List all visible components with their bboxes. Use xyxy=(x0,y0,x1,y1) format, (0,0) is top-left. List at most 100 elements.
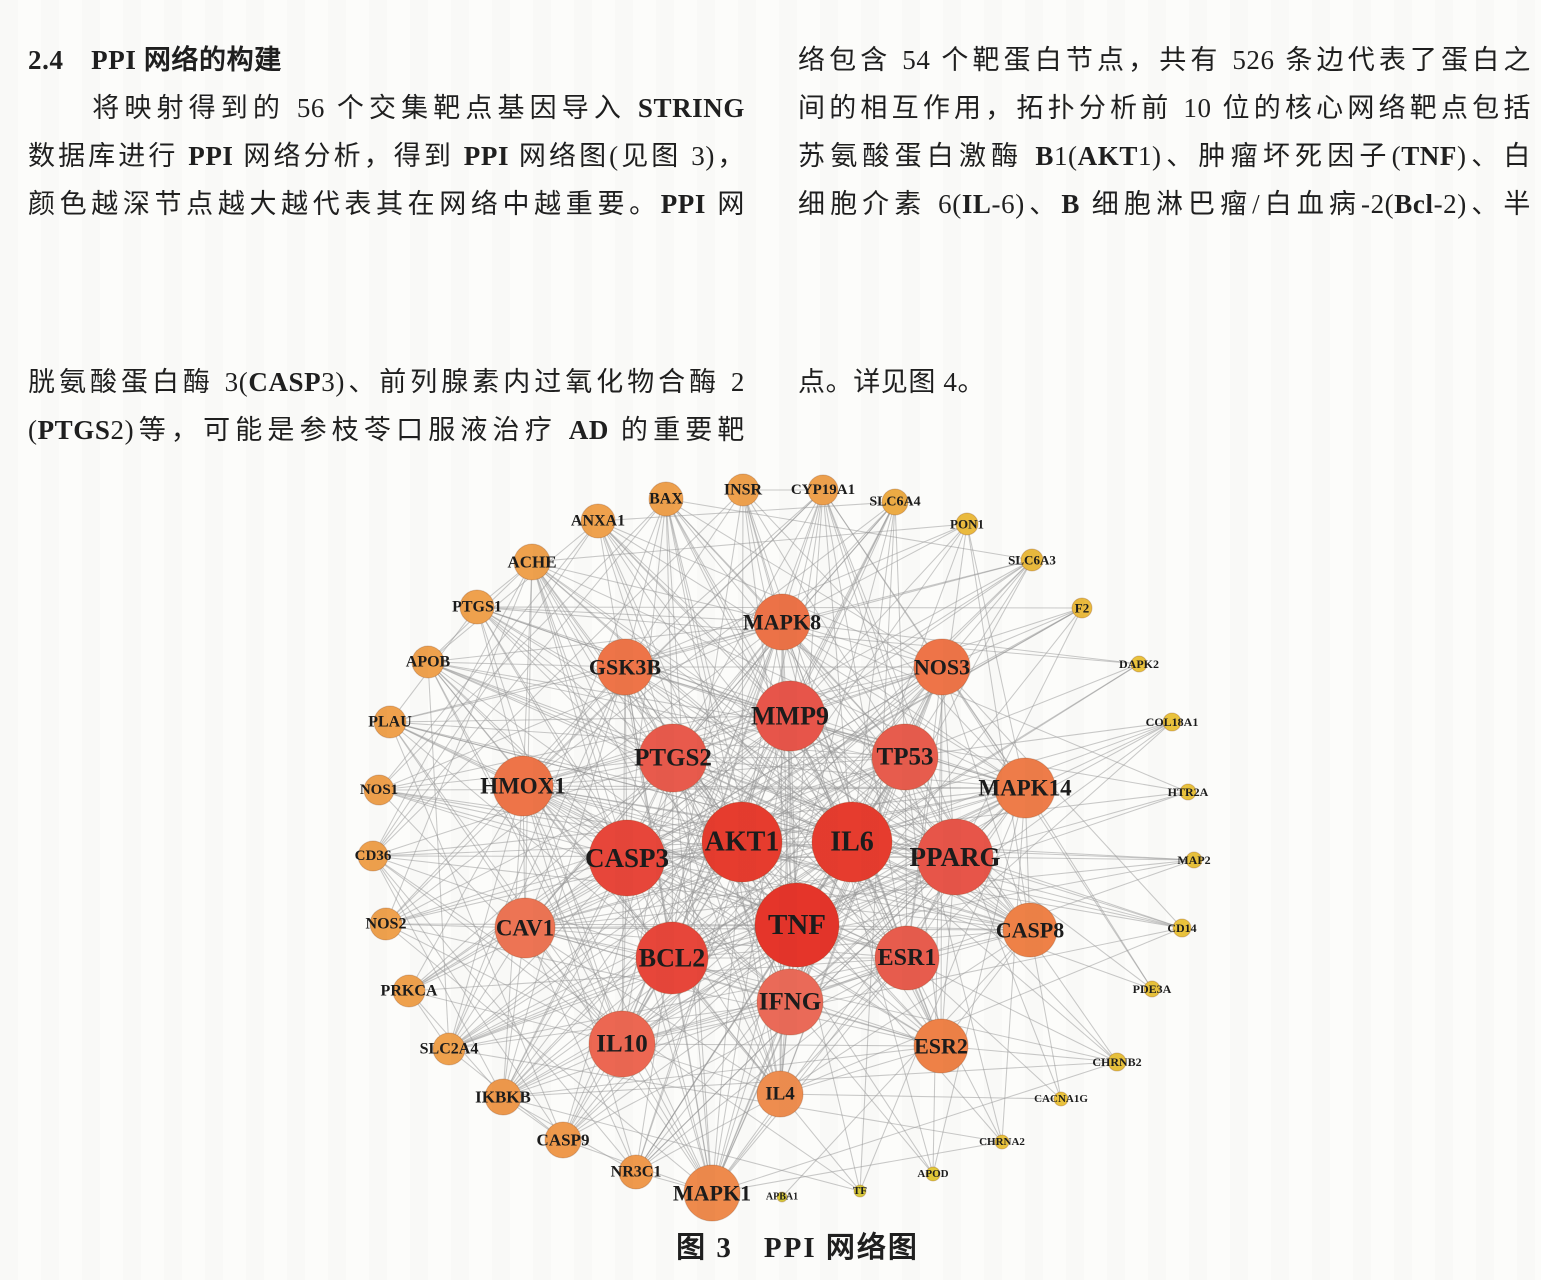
node-label-NOS3: NOS3 xyxy=(914,655,970,680)
ppi-edge xyxy=(941,666,1183,929)
ppi-edge xyxy=(906,666,943,959)
node-ESR2 xyxy=(913,1018,969,1074)
node-label-TP53: TP53 xyxy=(877,744,934,771)
node-APBA1 xyxy=(776,1191,788,1203)
ppi-edge xyxy=(671,621,783,959)
ppi-edge xyxy=(781,621,1140,665)
ppi-edge xyxy=(624,489,744,668)
ppi-edge xyxy=(448,957,673,1050)
node-PLAU xyxy=(373,705,407,739)
ppi-edge xyxy=(389,721,673,959)
node-label-BAX: BAX xyxy=(649,491,683,508)
ppi-edge xyxy=(531,561,628,859)
ppi-edge xyxy=(906,957,1062,1100)
ppi-edge xyxy=(940,1045,1118,1063)
text-line: 胱氨酸蛋白酶 3(CASP3)、前列腺素内过氧化物合酶 2 xyxy=(28,367,745,397)
node-label-COL18A1: COL18A1 xyxy=(1146,715,1199,729)
node-label-HMOX1: HMOX1 xyxy=(480,774,566,799)
ppi-edge xyxy=(427,661,450,1050)
node-CAV1 xyxy=(494,897,556,959)
node-CASP3 xyxy=(588,819,666,897)
node-TNF xyxy=(754,882,840,968)
node-MAPK1 xyxy=(683,1164,741,1222)
node-label-ACHE: ACHE xyxy=(507,553,556,572)
node-label-TNF: TNF xyxy=(768,909,826,941)
ppi-edge xyxy=(378,789,628,859)
ppi-edge xyxy=(372,855,504,1098)
ppi-edge xyxy=(597,520,791,717)
node-label-SLC2A4: SLC2A4 xyxy=(420,1041,479,1058)
ppi-edge xyxy=(665,498,956,858)
ppi-edge xyxy=(671,666,943,959)
ppi-edge xyxy=(635,924,798,1173)
ppi-edge xyxy=(779,929,1031,1095)
ppi-edge xyxy=(621,929,1031,1045)
node-GSK3B xyxy=(596,638,654,696)
ppi-edge xyxy=(822,489,1026,789)
node-PRKCA xyxy=(392,974,426,1008)
node-ESR1 xyxy=(874,925,940,991)
ppi-edge xyxy=(1024,787,1153,990)
ppi-edge xyxy=(711,1141,1003,1194)
figure-caption: 图 3 PPI 网络图 xyxy=(676,1232,919,1264)
node-COL18A1 xyxy=(1162,712,1182,732)
ppi-edge xyxy=(476,606,853,843)
node-MAPK8 xyxy=(753,593,811,651)
ppi-edge xyxy=(372,855,623,1045)
node-label-PON1: PON1 xyxy=(950,517,984,532)
node-label-PLAU: PLAU xyxy=(368,714,412,731)
node-label-CAV1: CAV1 xyxy=(496,916,554,941)
node-IFNG xyxy=(756,968,824,1036)
node-label-APBA1: APBA1 xyxy=(766,1192,798,1203)
node-INSR xyxy=(726,473,760,507)
text-line: 细胞介素 6(IL-6)、B 细胞淋巴瘤/白血病-2(Bcl-2)、半 xyxy=(798,189,1531,219)
ppi-edge xyxy=(781,929,1031,1198)
node-ACHE xyxy=(513,543,551,581)
node-SLC6A4 xyxy=(881,488,909,516)
ppi-edge xyxy=(781,621,1189,793)
node-label-CHRNB2: CHRNB2 xyxy=(1092,1055,1141,1069)
node-label-IL10: IL10 xyxy=(596,1031,647,1058)
node-label-CD36: CD36 xyxy=(355,848,392,864)
ppi-edge xyxy=(779,1093,1062,1100)
text-column-left-band1: 2.4 PPI 网络的构建 将映射得到的 56 个交集靶点基因导入 STRING… xyxy=(28,36,745,228)
node-label-CASP9: CASP9 xyxy=(537,1131,590,1150)
node-label-INSR: INSR xyxy=(724,482,763,499)
text-line: 苏氨酸蛋白激酶 B1(AKT1)、肿瘤坏死因子(TNF)、白 xyxy=(798,141,1531,171)
node-NOS1 xyxy=(363,774,395,806)
node-IL6 xyxy=(811,801,893,883)
node-label-TF: TF xyxy=(853,1185,867,1197)
ppi-edge xyxy=(904,756,1118,1063)
ppi-edge xyxy=(378,520,599,791)
ppi-edge xyxy=(626,621,783,859)
node-label-PRKCA: PRKCA xyxy=(381,983,438,1000)
node-label-CYP19A1: CYP19A1 xyxy=(791,482,855,498)
ppi-edge xyxy=(624,559,1033,668)
node-CASP9 xyxy=(544,1121,582,1159)
ppi-edge xyxy=(524,927,942,1047)
ppi-edge xyxy=(385,561,533,925)
ppi-edge xyxy=(476,606,628,859)
ppi-edge xyxy=(372,787,1026,857)
node-IL10 xyxy=(588,1010,656,1078)
ppi-edge xyxy=(524,666,626,929)
text-column-left-band2: 胱氨酸蛋白酶 3(CASP3)、前列腺素内过氧化物合酶 2(PTGS2)等，可能… xyxy=(28,358,745,454)
ppi-edge xyxy=(562,957,908,1141)
ppi-edge xyxy=(522,756,906,787)
ppi-edge xyxy=(372,489,744,857)
node-label-HTR2A: HTR2A xyxy=(1168,785,1209,799)
ppi-edge xyxy=(741,666,943,843)
ppi-edge xyxy=(522,785,637,1173)
ppi-edge xyxy=(624,523,968,668)
ppi-edge xyxy=(524,561,533,929)
node-label-MMP9: MMP9 xyxy=(751,702,829,731)
ppi-edge xyxy=(624,666,956,858)
ppi-edge xyxy=(742,489,906,758)
node-CD14 xyxy=(1172,918,1192,938)
ppi-edge xyxy=(448,756,906,1050)
node-IL4 xyxy=(756,1070,804,1118)
ppi-edge xyxy=(378,621,783,791)
ppi-edge xyxy=(665,498,853,843)
ppi-edge xyxy=(904,663,1140,758)
